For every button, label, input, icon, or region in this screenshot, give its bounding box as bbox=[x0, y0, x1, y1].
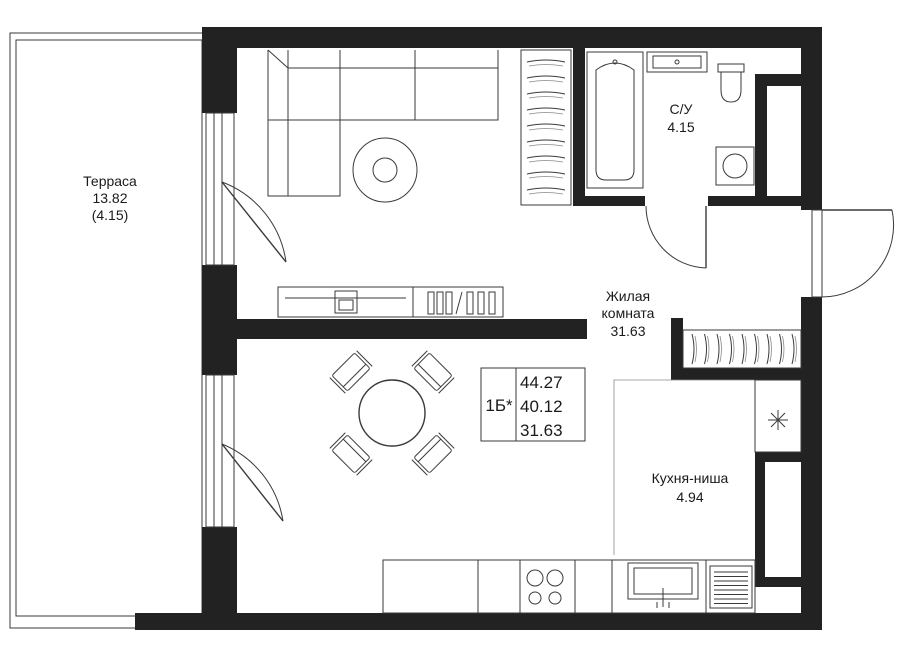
living-area-label: 31.63 bbox=[610, 323, 645, 339]
window-icon bbox=[205, 112, 235, 266]
terrace bbox=[9, 32, 203, 629]
chair-icon bbox=[411, 432, 455, 476]
kitchen-counter bbox=[382, 559, 756, 614]
sofa-icon bbox=[267, 49, 499, 197]
bathroom-name: С/У bbox=[670, 101, 693, 117]
wardrobe-icon bbox=[682, 329, 802, 369]
bathroom-area: 4.15 bbox=[667, 119, 694, 135]
bookshelf-icon bbox=[412, 286, 504, 318]
living-name-1: Жилая bbox=[606, 288, 650, 304]
washing-machine-icon bbox=[715, 146, 755, 186]
chair-icon bbox=[329, 432, 373, 476]
rug-icon bbox=[352, 137, 418, 203]
window-icon bbox=[205, 374, 235, 528]
terrace-area: 13.82 bbox=[92, 190, 127, 206]
kitchen-niche bbox=[613, 379, 802, 555]
chair-icon bbox=[329, 350, 373, 394]
terrace-name: Терраса bbox=[83, 173, 137, 189]
apartment-type: 1Б* bbox=[485, 396, 513, 415]
kitchen-name: Кухня-ниша bbox=[652, 470, 729, 486]
sink-icon bbox=[627, 562, 699, 608]
door-icon bbox=[221, 181, 287, 263]
door-icon bbox=[645, 205, 707, 269]
tv-stand-icon bbox=[277, 286, 414, 318]
wardrobe-icon bbox=[520, 49, 572, 206]
kitchen-area: 4.94 bbox=[676, 489, 703, 505]
living-name-2: комната bbox=[602, 305, 655, 321]
door-icon bbox=[811, 209, 895, 298]
apartment-summary bbox=[480, 367, 586, 442]
walls bbox=[135, 27, 822, 630]
area-without-terrace: 40.12 bbox=[520, 397, 563, 416]
door-icon bbox=[221, 443, 284, 522]
bathtub-icon bbox=[586, 51, 644, 189]
hob-icon bbox=[526, 569, 564, 605]
living-area: 31.63 bbox=[520, 421, 563, 440]
washbasin-icon bbox=[646, 51, 708, 73]
ventilation-icon bbox=[768, 410, 788, 430]
chair-icon bbox=[411, 350, 455, 394]
terrace-area-reduced: (4.15) bbox=[92, 207, 129, 223]
dining-table-icon bbox=[358, 379, 426, 447]
total-area: 44.27 bbox=[520, 373, 563, 392]
toilet-icon bbox=[717, 63, 745, 103]
dishwasher-icon bbox=[709, 565, 753, 609]
